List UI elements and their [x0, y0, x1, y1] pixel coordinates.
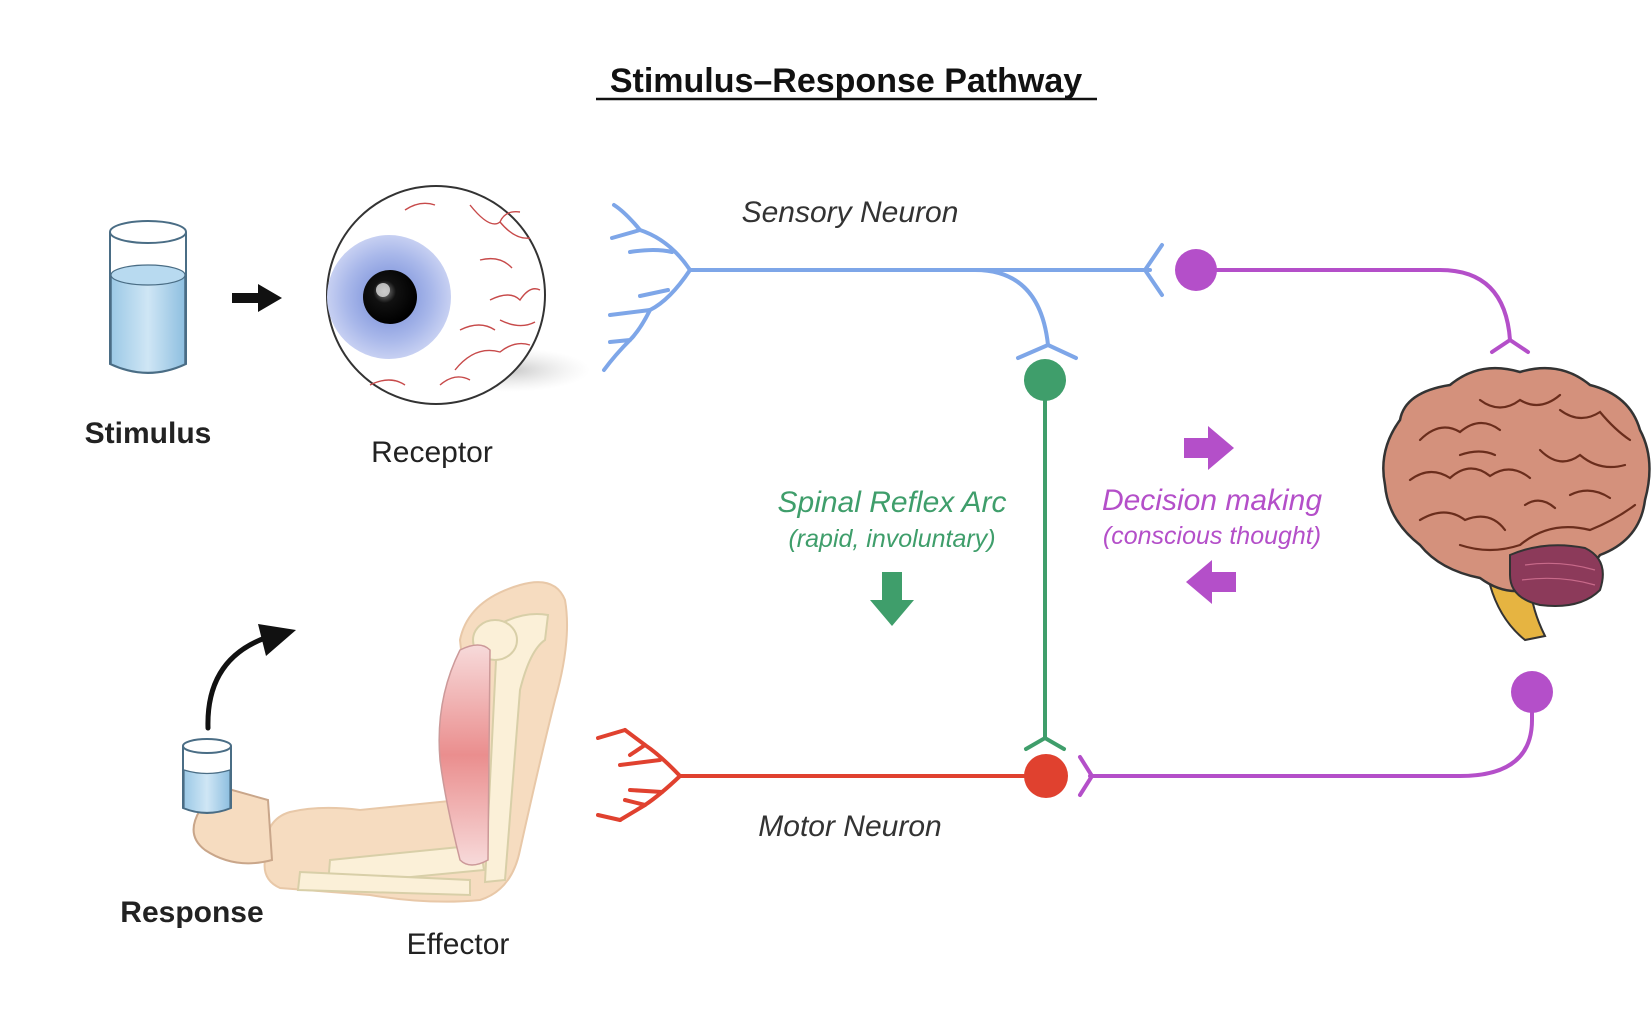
motor-neuron-label: Motor Neuron: [758, 810, 941, 843]
reflex-title: Spinal Reflex Arc: [778, 486, 1007, 519]
brain-icon: [1382, 366, 1651, 642]
arm-icon: [188, 581, 569, 903]
beaker-icon: [109, 220, 187, 374]
arrow-down-icon: [870, 572, 914, 626]
motor-neuron: [596, 728, 1032, 822]
eye-icon: [326, 185, 590, 405]
arrow-right-icon: [1184, 426, 1234, 470]
curved-arrow-icon: [205, 624, 296, 731]
decision-title: Decision making: [1102, 484, 1322, 517]
sensory-neuron: [602, 203, 1164, 372]
page-title: Stimulus–Response Pathway: [610, 62, 1082, 100]
response-label: Response: [120, 896, 263, 929]
glass-icon: [182, 738, 232, 814]
arrow-left-icon: [1186, 560, 1236, 604]
decision-neuron-top: [1175, 249, 1217, 291]
reflex-interneuron: [1024, 378, 1066, 751]
reflex-subtitle: (rapid, involuntary): [788, 525, 995, 553]
receptor-label: Receptor: [371, 436, 493, 469]
decision-pathway: [1078, 268, 1534, 797]
reflex-neuron-body: [1024, 359, 1066, 401]
effector-label: Effector: [407, 928, 510, 961]
decision-subtitle: (conscious thought): [1103, 522, 1321, 550]
decision-neuron-bottom: [1511, 671, 1553, 713]
arrow-right-icon: [232, 284, 282, 312]
sensory-neuron-label: Sensory Neuron: [742, 196, 959, 229]
stimulus-label: Stimulus: [85, 417, 212, 450]
motor-neuron-body: [1024, 754, 1068, 798]
